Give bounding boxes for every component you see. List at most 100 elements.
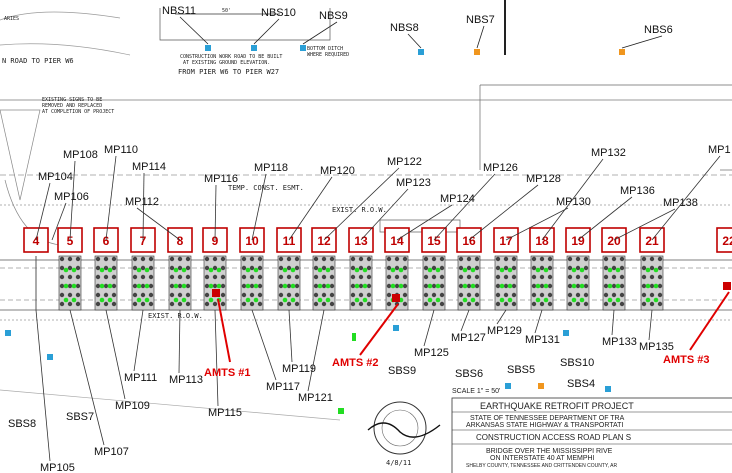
- monitoring-point-label: MP132: [591, 147, 626, 159]
- pile-mark: [466, 274, 472, 280]
- pile-mark: [169, 265, 175, 271]
- gauge-point: [390, 283, 396, 289]
- pile-mark: [249, 292, 255, 298]
- pile-mark: [641, 301, 647, 307]
- pile-mark: [321, 283, 327, 289]
- pile-mark: [111, 283, 117, 289]
- pile-mark: [531, 301, 537, 307]
- gauge-point: [507, 283, 513, 289]
- gauge-point: [645, 267, 651, 273]
- monitoring-point-label: MP136: [620, 185, 655, 197]
- gauge-point: [398, 267, 404, 273]
- pile-mark: [394, 265, 400, 271]
- pile-mark: [75, 292, 81, 298]
- pile-mark: [321, 256, 327, 262]
- pile-mark: [148, 283, 154, 289]
- construction-note-line2: AT EXISTING GROUND ELEVATION.: [183, 60, 270, 66]
- gauge-point: [435, 297, 441, 303]
- pile-mark: [386, 283, 392, 289]
- monitoring-point-label: MP105: [40, 462, 75, 473]
- pile-mark: [657, 265, 663, 271]
- pier-range-note: FROM PIER W6 TO PIER W27: [178, 68, 279, 76]
- corner-note: ARIES: [4, 16, 19, 22]
- pile-mark: [431, 274, 437, 280]
- pile-mark: [169, 283, 175, 289]
- pile-mark: [249, 256, 255, 262]
- pile-mark: [294, 301, 300, 307]
- pile-mark: [67, 283, 73, 289]
- survey-point-label: NBS9: [319, 10, 348, 22]
- pile-mark: [567, 292, 573, 298]
- leader-line: [142, 172, 145, 241]
- gauge-point: [144, 297, 150, 303]
- pile-mark: [140, 292, 146, 298]
- pile-mark: [657, 301, 663, 307]
- monitoring-point-label: MP122: [387, 156, 422, 168]
- pile-mark: [132, 283, 138, 289]
- pile-mark: [611, 292, 617, 298]
- gauge-point: [579, 297, 585, 303]
- pile-mark: [249, 265, 255, 271]
- pier-number: 10: [245, 234, 259, 248]
- pile-mark: [286, 274, 292, 280]
- leader-line: [323, 167, 400, 241]
- pile-mark: [95, 301, 101, 307]
- leader-line: [496, 309, 507, 325]
- scale-label: SCALE 1" = 50': [452, 388, 500, 395]
- gauge-point: [543, 297, 549, 303]
- construction-note-line1: CONSTRUCTION WORK ROAD TO BE BUILT: [180, 54, 282, 60]
- monitoring-point-label: MP119: [282, 363, 316, 375]
- gauge-point: [136, 297, 142, 303]
- gauge-point: [435, 283, 441, 289]
- pile-mark: [257, 283, 263, 289]
- leader-line: [35, 309, 51, 462]
- pile-mark: [431, 301, 437, 307]
- leader-line: [423, 309, 435, 347]
- pile-mark: [212, 283, 218, 289]
- gauge-point: [571, 297, 577, 303]
- pile-mark: [402, 292, 408, 298]
- pier-number: 4: [33, 234, 40, 248]
- gauge-point: [615, 267, 621, 273]
- pile-mark: [402, 265, 408, 271]
- monitoring-point-label: MP126: [483, 162, 518, 174]
- project-title: EARTHQUAKE RETROFIT PROJECT: [480, 401, 634, 411]
- pile-mark: [575, 256, 581, 262]
- pile-mark: [169, 256, 175, 262]
- pile-mark: [177, 301, 183, 307]
- pile-mark: [103, 283, 109, 289]
- pile-mark: [539, 283, 545, 289]
- monitoring-point-label: MP133: [602, 336, 637, 348]
- leader-line: [105, 155, 117, 241]
- gauge-point: [362, 283, 368, 289]
- pile-mark: [148, 274, 154, 280]
- survey-point-label: NBS10: [261, 7, 296, 19]
- agency-line1: STATE OF TENNESSEE DEPARTMENT OF TRA: [470, 415, 625, 422]
- gauge-point: [253, 267, 259, 273]
- pile-mark: [511, 265, 517, 271]
- pier-number: 21: [645, 234, 659, 248]
- gauge-point: [245, 283, 251, 289]
- pile-mark: [212, 256, 218, 262]
- pile-mark: [212, 301, 218, 307]
- monitoring-point-label: MP1: [708, 144, 731, 156]
- pile-mark: [286, 301, 292, 307]
- pile-mark: [241, 292, 247, 298]
- pile-mark: [386, 292, 392, 298]
- gauge-point: [653, 297, 659, 303]
- pile-mark: [466, 301, 472, 307]
- pile-mark: [603, 256, 609, 262]
- survey-point-label: SBS4: [567, 378, 595, 390]
- leader-line: [360, 188, 409, 241]
- pile-mark: [204, 265, 210, 271]
- pile-mark: [103, 274, 109, 280]
- leader-line: [648, 309, 653, 341]
- amts-label: AMTS #2: [332, 357, 378, 369]
- amts-label: AMTS #1: [204, 367, 250, 379]
- survey-marker: [418, 49, 424, 55]
- monitoring-point-label: MP128: [526, 173, 561, 185]
- pile-mark: [241, 256, 247, 262]
- pier-number: 5: [67, 234, 74, 248]
